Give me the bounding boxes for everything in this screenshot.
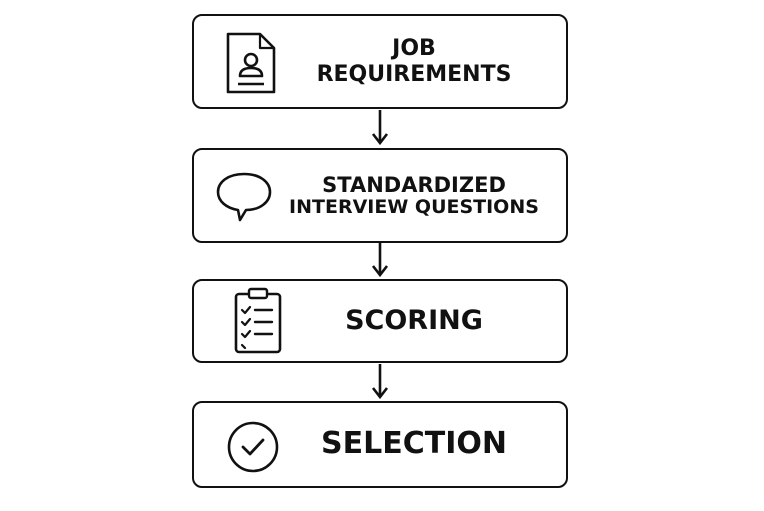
step-label-line-1: SELECTION xyxy=(321,426,507,462)
step-label-line-1: SCORING xyxy=(345,305,483,337)
step-scoring: SCORING xyxy=(192,279,568,363)
down-arrow-icon xyxy=(371,242,389,278)
step-label: JOB REQUIREMENTS xyxy=(274,16,554,107)
document-person-icon xyxy=(226,32,276,94)
step-label: STANDARDIZED INTERVIEW QUESTIONS xyxy=(274,150,554,241)
check-circle-icon xyxy=(227,421,279,473)
step-label: SCORING xyxy=(274,281,554,361)
step-label-line-2: INTERVIEW QUESTIONS xyxy=(289,195,539,218)
step-label-line-1: STANDARDIZED xyxy=(322,172,506,197)
step-label-line-2: REQUIREMENTS xyxy=(316,61,512,87)
down-arrow-icon xyxy=(371,364,389,400)
step-label-line-1: JOB xyxy=(392,36,436,62)
step-job-requirements: JOB REQUIREMENTS xyxy=(192,14,568,109)
down-arrow-icon xyxy=(371,110,389,146)
step-selection: SELECTION xyxy=(192,401,568,488)
speech-bubble-icon xyxy=(216,172,272,222)
step-standardized-interview-questions: STANDARDIZED INTERVIEW QUESTIONS xyxy=(192,148,568,243)
clipboard-checklist-icon xyxy=(234,287,282,354)
step-label: SELECTION xyxy=(274,403,554,486)
